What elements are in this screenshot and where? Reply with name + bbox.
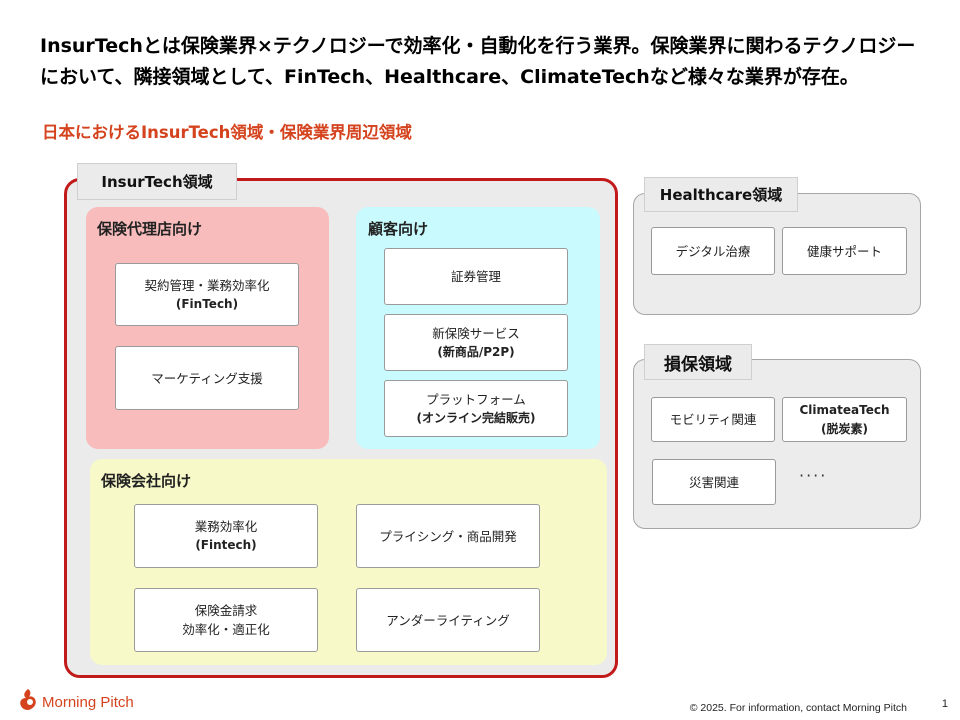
diagram-subtitle: 日本におけるInsurTech領域・保険業界周辺領域	[42, 123, 412, 142]
sonpo-item-climatetech-line1: ClimateaTech	[799, 402, 890, 417]
headline: InsurTechとは保険業界×テクノロジーで効率化・自動化を行う業界。保険業界…	[40, 35, 916, 88]
agency-region: 保険代理店向け	[86, 207, 329, 449]
insurer-region-title: 保険会社向け	[101, 472, 192, 490]
insurer-item-pricing-product-dev-label: プライシング・商品開発	[379, 528, 517, 544]
healthcare-item-health-support: 健康サポート	[782, 227, 907, 275]
customer-item-platform-line2: (オンライン完結販売)	[416, 410, 536, 425]
customer-item-platform: プラットフォーム (オンライン完結販売)	[384, 380, 568, 437]
agency-item-contract-management-line2: (FinTech)	[175, 296, 239, 311]
brand-logo-icon	[18, 688, 38, 716]
agency-region-title: 保険代理店向け	[97, 220, 203, 238]
footer-copyright: © 2025. For information, contact Morning…	[689, 702, 907, 714]
agency-item-contract-management: 契約管理・業務効率化 (FinTech)	[115, 263, 299, 326]
sonpo-more-ellipsis: ····	[799, 466, 828, 485]
sonpo-item-climatetech: ClimateaTech (脱炭素)	[782, 397, 907, 442]
customer-region-title: 顧客向け	[368, 220, 429, 238]
page-number: 1	[941, 698, 948, 710]
agency-item-marketing-support-label: マーケティング支援	[151, 370, 263, 386]
insurer-item-underwriting: アンダーライティング	[356, 588, 540, 652]
insurer-item-claims-line1: 保険金請求	[194, 603, 258, 618]
healthcare-item-digital-therapeutics-label: デジタル治療	[675, 243, 751, 259]
sonpo-tag: 損保領域	[644, 344, 752, 380]
customer-item-policy-management-label: 証券管理	[450, 269, 501, 284]
healthcare-tag: Healthcare領域	[644, 177, 798, 212]
insurer-item-claims: 保険金請求 効率化・適正化	[134, 588, 318, 652]
sonpo-item-disaster: 災害関連	[652, 459, 776, 505]
sonpo-item-climatetech-line2: (脱炭素)	[821, 421, 868, 436]
sonpo-item-disaster-label: 災害関連	[688, 474, 739, 490]
insurer-item-pricing-product-dev: プライシング・商品開発	[356, 504, 540, 568]
sonpo-item-mobility: モビリティ関連	[651, 397, 775, 442]
insurer-item-underwriting-label: アンダーライティング	[386, 612, 510, 628]
agency-item-marketing-support: マーケティング支援	[115, 346, 299, 410]
agency-item-contract-management-line1: 契約管理・業務効率化	[144, 277, 270, 293]
insurer-item-claims-line2: 効率化・適正化	[182, 622, 270, 637]
insurer-item-operational-efficiency-line1: 業務効率化	[194, 519, 258, 534]
brand-logo: Morning Pitch	[18, 688, 134, 716]
insurtech-tag: InsurTech領域	[77, 163, 237, 200]
brand-name: Morning Pitch	[42, 693, 134, 711]
healthcare-item-digital-therapeutics: デジタル治療	[651, 227, 775, 275]
insurer-item-operational-efficiency: 業務効率化 (Fintech)	[134, 504, 318, 568]
customer-item-new-insurance-service: 新保険サービス (新商品/P2P)	[384, 314, 568, 371]
customer-item-new-insurance-service-line1: 新保険サービス	[432, 325, 520, 341]
customer-item-platform-line1: プラットフォーム	[426, 391, 526, 407]
customer-item-new-insurance-service-line2: (新商品/P2P)	[437, 344, 515, 359]
healthcare-item-health-support-label: 健康サポート	[806, 243, 882, 259]
sonpo-item-mobility-label: モビリティ関連	[669, 412, 757, 427]
insurer-item-operational-efficiency-line2: (Fintech)	[195, 538, 257, 552]
customer-item-policy-management: 証券管理	[384, 248, 568, 305]
